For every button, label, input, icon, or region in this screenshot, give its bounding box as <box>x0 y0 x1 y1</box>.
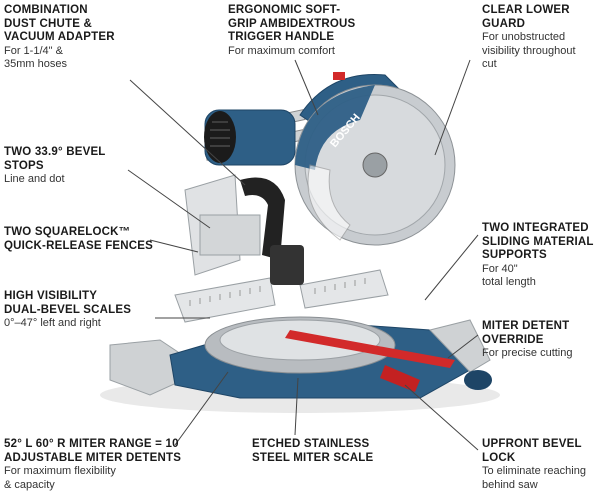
callout-title: TWO SQUARELOCK™ QUICK-RELEASE FENCES <box>4 226 154 252</box>
callout-desc: Line and dot <box>4 173 65 185</box>
callout-title: COMBINATION DUST CHUTE & VACUUM ADAPTER <box>4 4 115 43</box>
callout-bevel-stops: TWO 33.9° BEVEL STOPS Line and dot <box>4 146 144 187</box>
callout-title: 52° L 60° R MITER RANGE = 10 ADJUSTABLE … <box>4 438 182 464</box>
callout-desc: For unobstructed visibility throughout c… <box>482 31 576 70</box>
callout-desc: For 40" total length <box>482 262 536 289</box>
callout-dust-chute: COMBINATION DUST CHUTE & VACUUM ADAPTER … <box>4 4 154 72</box>
callout-title: TWO INTEGRATED SLIDING MATERIAL SUPPORTS <box>482 222 594 261</box>
callout-title: ERGONOMIC SOFT- GRIP AMBIDEXTROUS TRIGGE… <box>228 4 356 43</box>
callout-miter-range: 52° L 60° R MITER RANGE = 10 ADJUSTABLE … <box>4 438 204 492</box>
callout-title: TWO 33.9° BEVEL STOPS <box>4 146 106 172</box>
callout-desc: For maximum flexibility & capacity <box>4 465 116 491</box>
fences <box>174 269 389 323</box>
callout-title: ETCHED STAINLESS STEEL MITER SCALE <box>252 438 374 464</box>
bevel-column <box>184 174 304 285</box>
motor-housing <box>204 109 296 166</box>
blade-assembly: BOSCH <box>294 72 456 246</box>
callout-desc: For maximum comfort <box>228 44 335 57</box>
callout-title: UPFRONT BEVEL LOCK <box>482 438 582 464</box>
callout-desc: To eliminate reaching behind saw <box>482 465 586 491</box>
saw-base <box>100 316 500 413</box>
callout-detent-override: MITER DETENT OVERRIDE For precise cuttin… <box>482 320 597 361</box>
callout-squarelock: TWO SQUARELOCK™ QUICK-RELEASE FENCES <box>4 226 164 253</box>
callout-lower-guard: CLEAR LOWER GUARD For unobstructed visib… <box>482 4 597 72</box>
callout-sliding-supports: TWO INTEGRATED SLIDING MATERIAL SUPPORTS… <box>482 222 597 290</box>
callout-bevel-scales: HIGH VISIBILITY DUAL-BEVEL SCALES 0°–47°… <box>4 290 154 331</box>
callout-desc: For precise cutting <box>482 347 573 359</box>
callout-title: CLEAR LOWER GUARD <box>482 4 570 30</box>
callout-miter-scale: ETCHED STAINLESS STEEL MITER SCALE <box>252 438 392 465</box>
callout-desc: For 1-1/4" & 35mm hoses <box>4 44 67 71</box>
callout-trigger-handle: ERGONOMIC SOFT- GRIP AMBIDEXTROUS TRIGGE… <box>228 4 388 58</box>
callout-title: HIGH VISIBILITY DUAL-BEVEL SCALES <box>4 290 132 316</box>
callout-desc: 0°–47° left and right <box>4 317 101 329</box>
callout-title: MITER DETENT OVERRIDE <box>482 320 570 346</box>
callout-bevel-lock: UPFRONT BEVEL LOCK To eliminate reaching… <box>482 438 597 492</box>
